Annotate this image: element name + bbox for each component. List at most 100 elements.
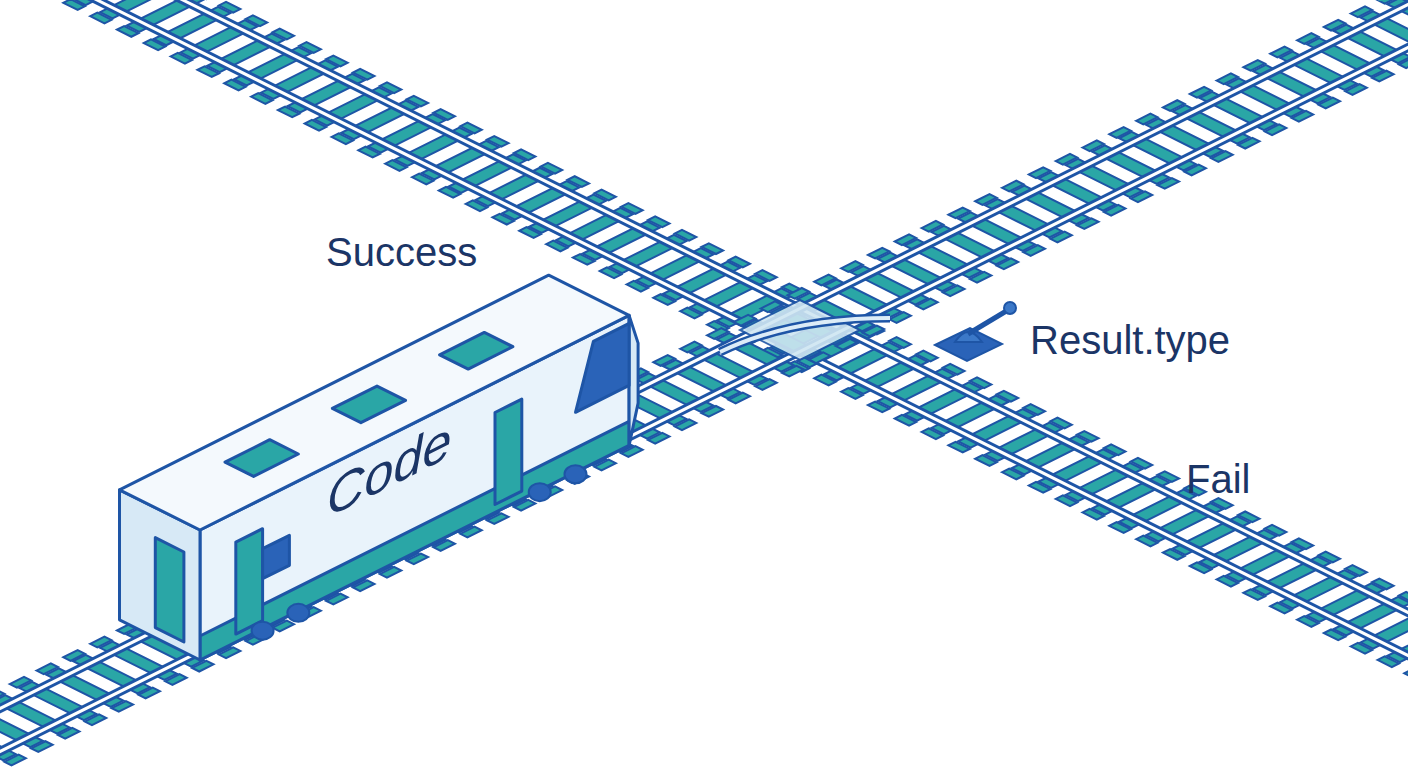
tie-end <box>916 351 937 362</box>
switch-lever <box>935 302 1016 361</box>
tie-end <box>1297 33 1318 44</box>
tie-end <box>1024 245 1045 256</box>
tie-end <box>460 123 481 134</box>
tie-end <box>594 190 615 201</box>
tie-end <box>1050 232 1071 243</box>
tie-end <box>1190 562 1211 573</box>
tie-end <box>648 216 669 227</box>
tie-end <box>948 442 969 453</box>
tie-end <box>197 66 218 77</box>
tie-end <box>1324 20 1345 31</box>
tie-end <box>943 364 964 375</box>
lever-handle <box>968 310 1008 334</box>
tie-end <box>680 308 701 319</box>
tie-end <box>728 257 749 268</box>
tie-end <box>1345 84 1366 95</box>
roof-vent <box>225 440 298 477</box>
tie-end <box>922 428 943 439</box>
train-wheel <box>252 622 274 640</box>
tie-end <box>1243 60 1264 71</box>
tie-end <box>1297 616 1318 627</box>
train-door <box>495 399 522 504</box>
tie-end <box>648 433 669 444</box>
tie-end <box>541 163 562 174</box>
tie-end <box>1190 87 1211 98</box>
tie-end <box>1077 218 1098 229</box>
tie-end <box>916 299 937 310</box>
tie-end <box>1217 576 1238 587</box>
tie-end <box>1378 0 1399 4</box>
tie-end <box>380 82 401 93</box>
tie-end <box>1243 589 1264 600</box>
train-windshield <box>576 323 630 412</box>
tie-end <box>1211 151 1232 162</box>
tie-end <box>702 243 723 254</box>
tie-end <box>63 650 84 661</box>
tie-end <box>889 312 910 323</box>
tie-end <box>385 160 406 171</box>
tie-end <box>514 149 535 160</box>
tie-end <box>755 270 776 281</box>
tie-end <box>1238 511 1259 522</box>
tie-end <box>782 366 803 377</box>
switch-rail <box>720 318 890 352</box>
tie-end <box>353 69 374 80</box>
tie-end <box>1158 178 1179 189</box>
tie-end <box>1024 404 1045 415</box>
train-roof <box>120 275 630 530</box>
track-label: Result.type <box>1030 318 1230 363</box>
tie-end <box>1184 165 1205 176</box>
tie-end <box>868 402 889 413</box>
tie-end <box>85 714 106 725</box>
tie-end <box>0 690 4 701</box>
tie-end <box>621 203 642 214</box>
tie-end <box>1351 643 1372 654</box>
tie-end <box>1319 552 1340 563</box>
tie-end <box>573 254 594 265</box>
tie-end <box>63 0 84 10</box>
tie-end <box>1372 579 1393 590</box>
tie-end <box>466 200 487 211</box>
tie-end <box>305 120 326 131</box>
train-end-door <box>155 538 184 642</box>
tie-end <box>1029 167 1050 178</box>
tie-end <box>358 147 379 158</box>
tie-end <box>1265 525 1286 536</box>
tie-end <box>192 661 213 672</box>
roof-vent <box>440 332 513 369</box>
tie-end <box>868 248 889 259</box>
tie-end <box>1324 629 1345 640</box>
tie-end <box>1378 656 1399 667</box>
tie-end <box>251 93 272 104</box>
tie-end <box>627 281 648 292</box>
tie-end <box>841 388 862 399</box>
tie-end <box>1270 603 1291 614</box>
tie-end <box>138 688 159 699</box>
tie-end <box>326 56 347 67</box>
tie-end <box>728 393 749 404</box>
tie-end <box>653 294 674 305</box>
tie-end <box>1238 138 1259 149</box>
tie-end <box>975 455 996 466</box>
tie-end <box>224 80 245 91</box>
tie-end <box>165 674 186 685</box>
tie-end <box>943 285 964 296</box>
tie-end <box>568 176 589 187</box>
tie-end <box>841 261 862 272</box>
tie-end <box>1131 458 1152 469</box>
tie-end <box>675 230 696 241</box>
tie-end <box>600 267 621 278</box>
tie-end <box>10 677 31 688</box>
tie-end <box>1270 47 1291 58</box>
tie-end <box>1056 495 1077 506</box>
tie-end <box>246 15 267 26</box>
tie-end <box>332 133 353 144</box>
tie-end <box>492 214 513 225</box>
tie-end <box>707 328 728 339</box>
tie-end <box>278 107 299 118</box>
tie-end <box>975 194 996 205</box>
tie-end <box>895 234 916 245</box>
tie-end <box>144 39 165 50</box>
